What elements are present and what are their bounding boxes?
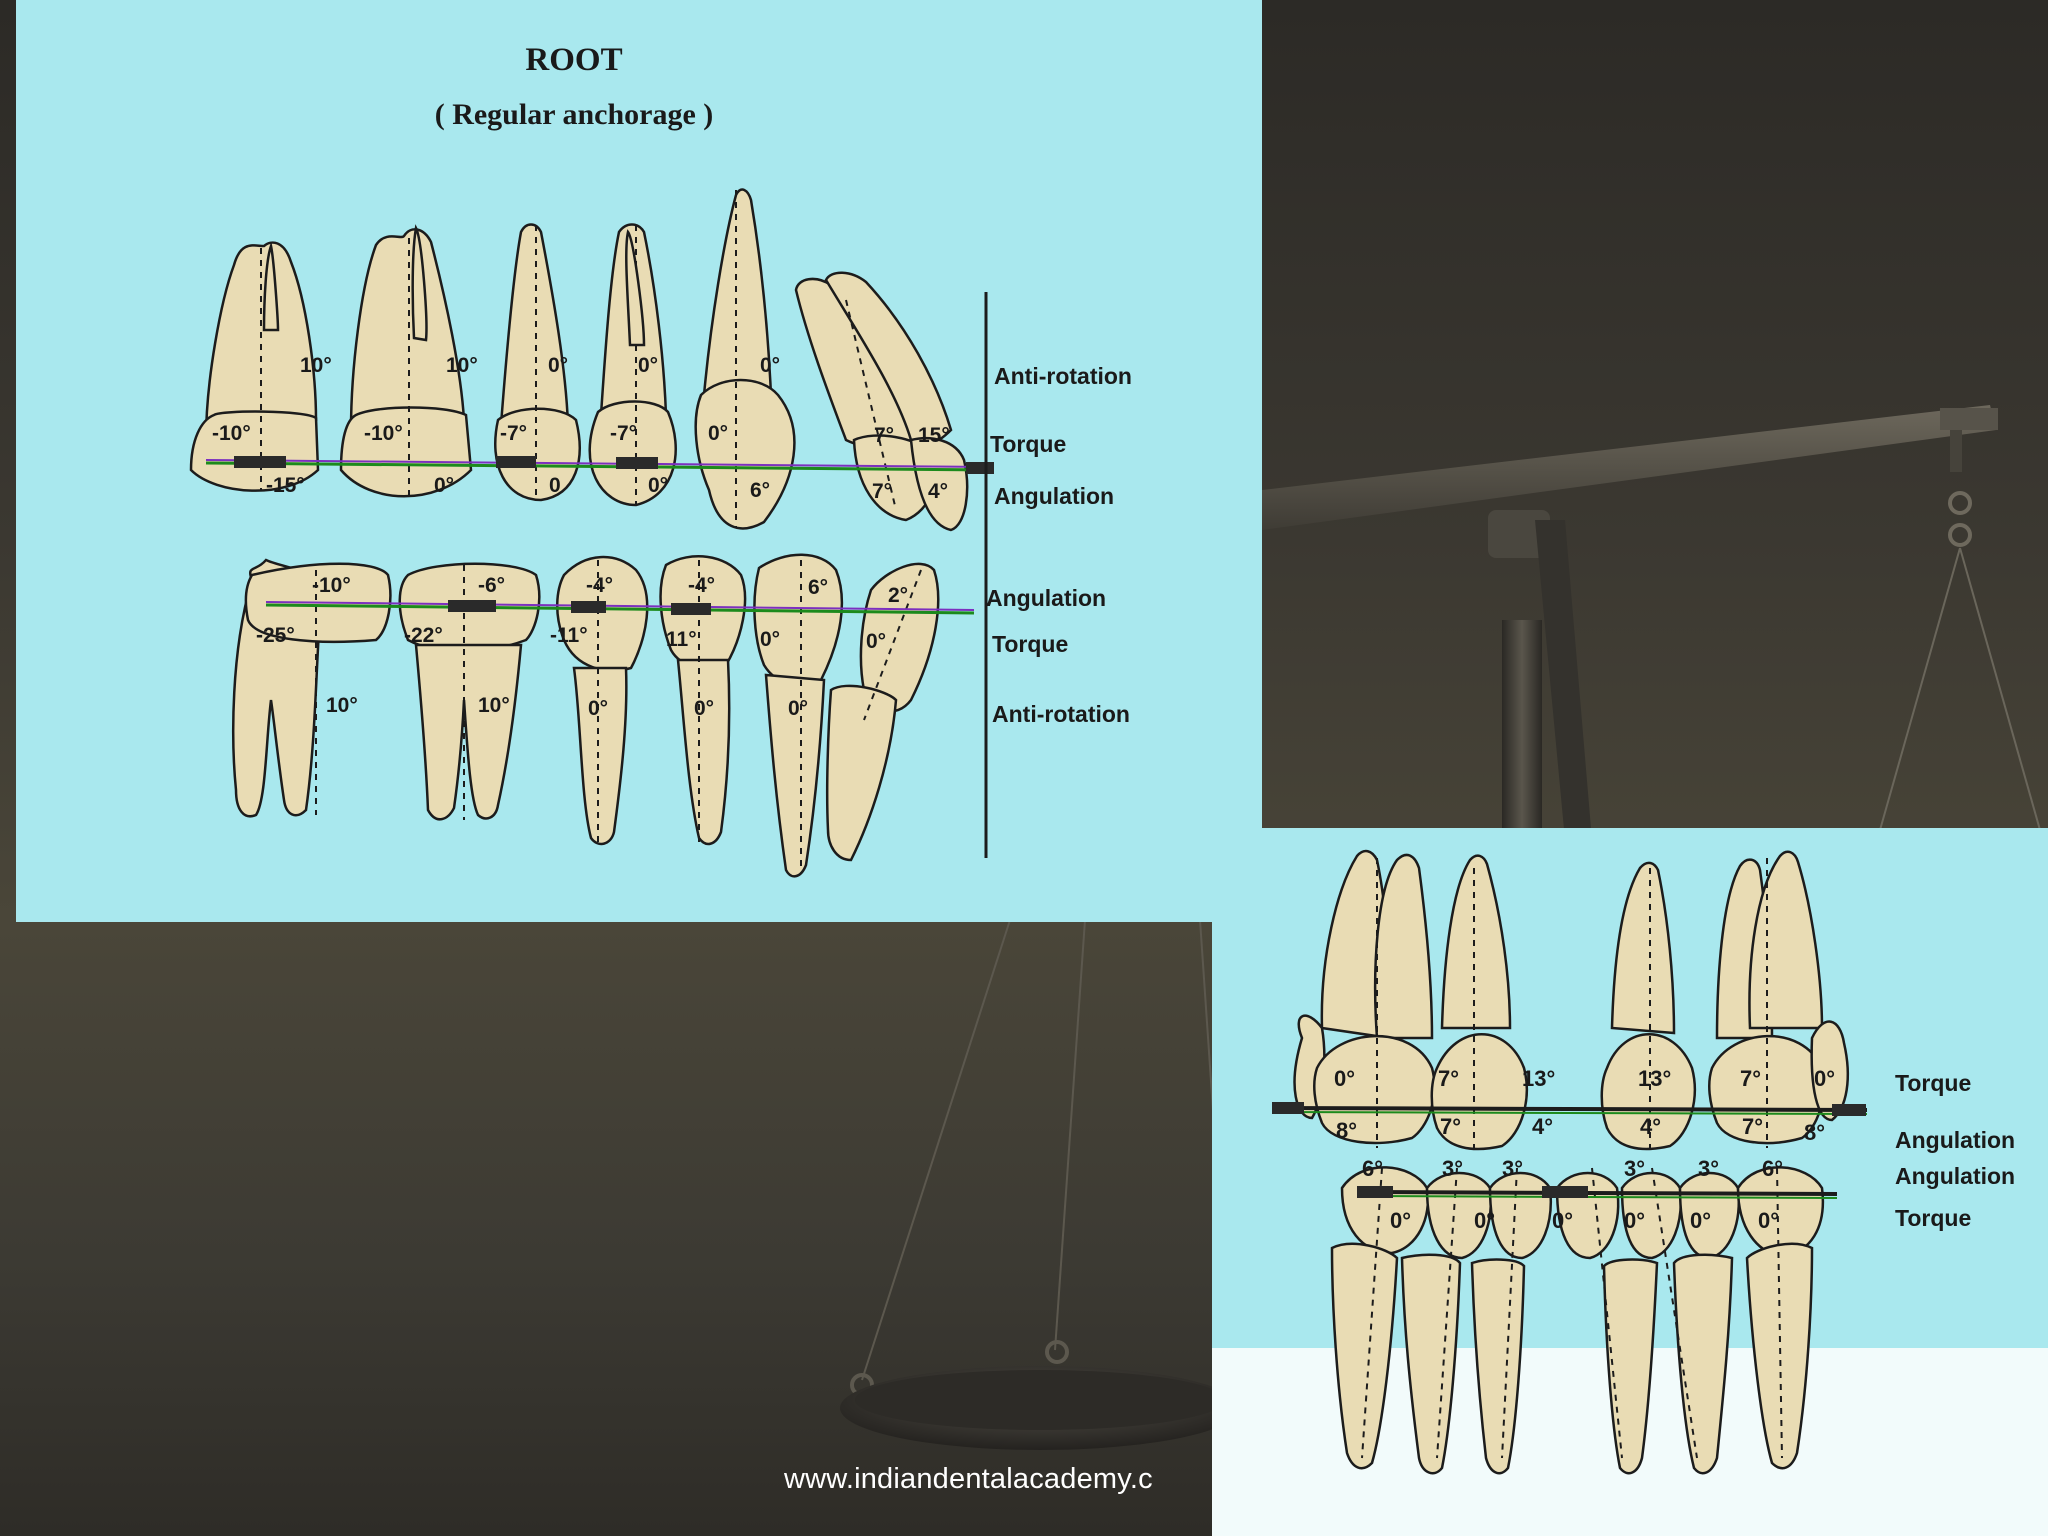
upper-angulation-4: 0° (648, 474, 668, 497)
upper-angulation-5: 6° (750, 479, 770, 502)
front-upper-torque-2: 7° (1438, 1066, 1459, 1091)
upper-torque-4: -7° (610, 422, 637, 445)
front-upper-angulation-2: 7° (1440, 1114, 1461, 1139)
lower-anti-rotation-3: 0° (588, 697, 608, 720)
front-upper-angulation-6: 8° (1804, 1120, 1825, 1145)
lower-teeth (232, 553, 940, 878)
upper-anti-rotation-5: 0° (760, 354, 780, 377)
front-upper-angulation-3: 4° (1532, 1114, 1553, 1139)
front-upper-torque-6: 0° (1814, 1066, 1835, 1091)
upper-torque-1: -10° (212, 422, 251, 445)
front-lower-torque-6: 0° (1758, 1208, 1779, 1233)
front-lower-torque-5: 0° (1690, 1208, 1711, 1233)
front-upper-angulation-4: 4° (1640, 1114, 1661, 1139)
upper-teeth (189, 188, 969, 532)
upper-angulation-1: -15° (266, 474, 305, 497)
upper-anti-rotation-1: 10° (300, 354, 332, 377)
upper-anti-rotation-2: 10° (446, 354, 478, 377)
upper-angulation-3: 0 (549, 474, 561, 497)
lower-angulation-6: 2° (888, 584, 908, 607)
label-lower-angulation: Angulation (986, 585, 1106, 611)
front-upper-angulation-1: 8° (1336, 1118, 1357, 1143)
lower-anti-rotation-4: 0° (694, 697, 714, 720)
front-label-lower-torque: Torque (1895, 1205, 1971, 1231)
front-label-upper-torque: Torque (1895, 1070, 1971, 1096)
upper-torque-2: -10° (364, 422, 403, 445)
diagram-title: ROOT (525, 42, 622, 78)
lower-angulation-2: -6° (478, 574, 505, 597)
label-lower-anti-rotation: Anti-rotation (992, 701, 1130, 727)
upper-torque-6: 7° (874, 424, 894, 447)
front-lower-angulation-6: 6° (1762, 1156, 1783, 1181)
front-lower-torque-1: 0° (1390, 1208, 1411, 1233)
front-lower-angulation-2: 3° (1442, 1156, 1463, 1181)
upper-torque-5: 0° (708, 422, 728, 445)
upper-torque-7: 15° (918, 424, 950, 447)
lower-torque-2: -22° (404, 624, 443, 647)
front-lower-angulation-1: 6° (1362, 1156, 1383, 1181)
upper-anti-rotation-3: 0° (548, 354, 568, 377)
upper-angulation-6: 7° (872, 480, 892, 503)
lower-anti-rotation-2: 10° (478, 694, 510, 717)
front-lower-torque-2: 0° (1474, 1208, 1495, 1233)
anterior-teeth-diagram: 0° 7° 13° 13° 7° 0° 8° 7° 4° 4° 7° 8° 6°… (1212, 828, 2048, 1536)
lower-angulation-5: 6° (808, 576, 828, 599)
lower-torque-4: 11° (666, 628, 697, 651)
website-watermark: www.indiandentalacademy.c (784, 1463, 1153, 1495)
lower-angulation-1: -10° (312, 574, 351, 597)
front-upper-torque-3: 13° (1522, 1066, 1555, 1091)
front-upper-torque-5: 7° (1740, 1066, 1761, 1091)
front-lower-angulation-4: 3° (1624, 1156, 1645, 1181)
label-lower-torque: Torque (992, 631, 1068, 657)
label-upper-anti-rotation: Anti-rotation (994, 363, 1132, 389)
lower-angulation-3: -4° (586, 574, 613, 597)
upper-anti-rotation-4: 0° (638, 354, 658, 377)
upper-angulation-7: 4° (928, 480, 948, 503)
front-label-upper-angulation: Angulation (1895, 1127, 2015, 1153)
lower-torque-6: 0° (866, 630, 886, 653)
upper-angulation-2: 0° (434, 474, 454, 497)
lower-anti-rotation-1: 10° (326, 694, 358, 717)
lower-torque-5: 0° (760, 628, 780, 651)
label-upper-torque: Torque (990, 431, 1066, 457)
front-upper-torque-1: 0° (1334, 1066, 1355, 1091)
label-upper-angulation: Angulation (994, 483, 1114, 509)
front-lower-torque-4: 0° (1624, 1208, 1645, 1233)
upper-torque-3: -7° (500, 422, 527, 445)
diagram-subtitle: ( Regular anchorage ) (435, 98, 714, 131)
lower-anti-rotation-5: 0° (788, 697, 808, 720)
lower-angulation-4: -4° (688, 574, 715, 597)
front-label-lower-angulation: Angulation (1895, 1163, 2015, 1189)
lower-torque-3: -11° (550, 624, 588, 647)
front-upper-angulation-5: 7° (1742, 1114, 1763, 1139)
root-anchorage-diagram: ROOT ( Regular anchorage ) (16, 0, 1262, 922)
front-lower-torque-3: 0° (1552, 1208, 1573, 1233)
front-upper-torque-4: 13° (1638, 1066, 1671, 1091)
front-lower-angulation-5: 3° (1698, 1156, 1719, 1181)
lower-torque-1: -25° (256, 624, 295, 647)
front-lower-angulation-3: 3° (1502, 1156, 1523, 1181)
